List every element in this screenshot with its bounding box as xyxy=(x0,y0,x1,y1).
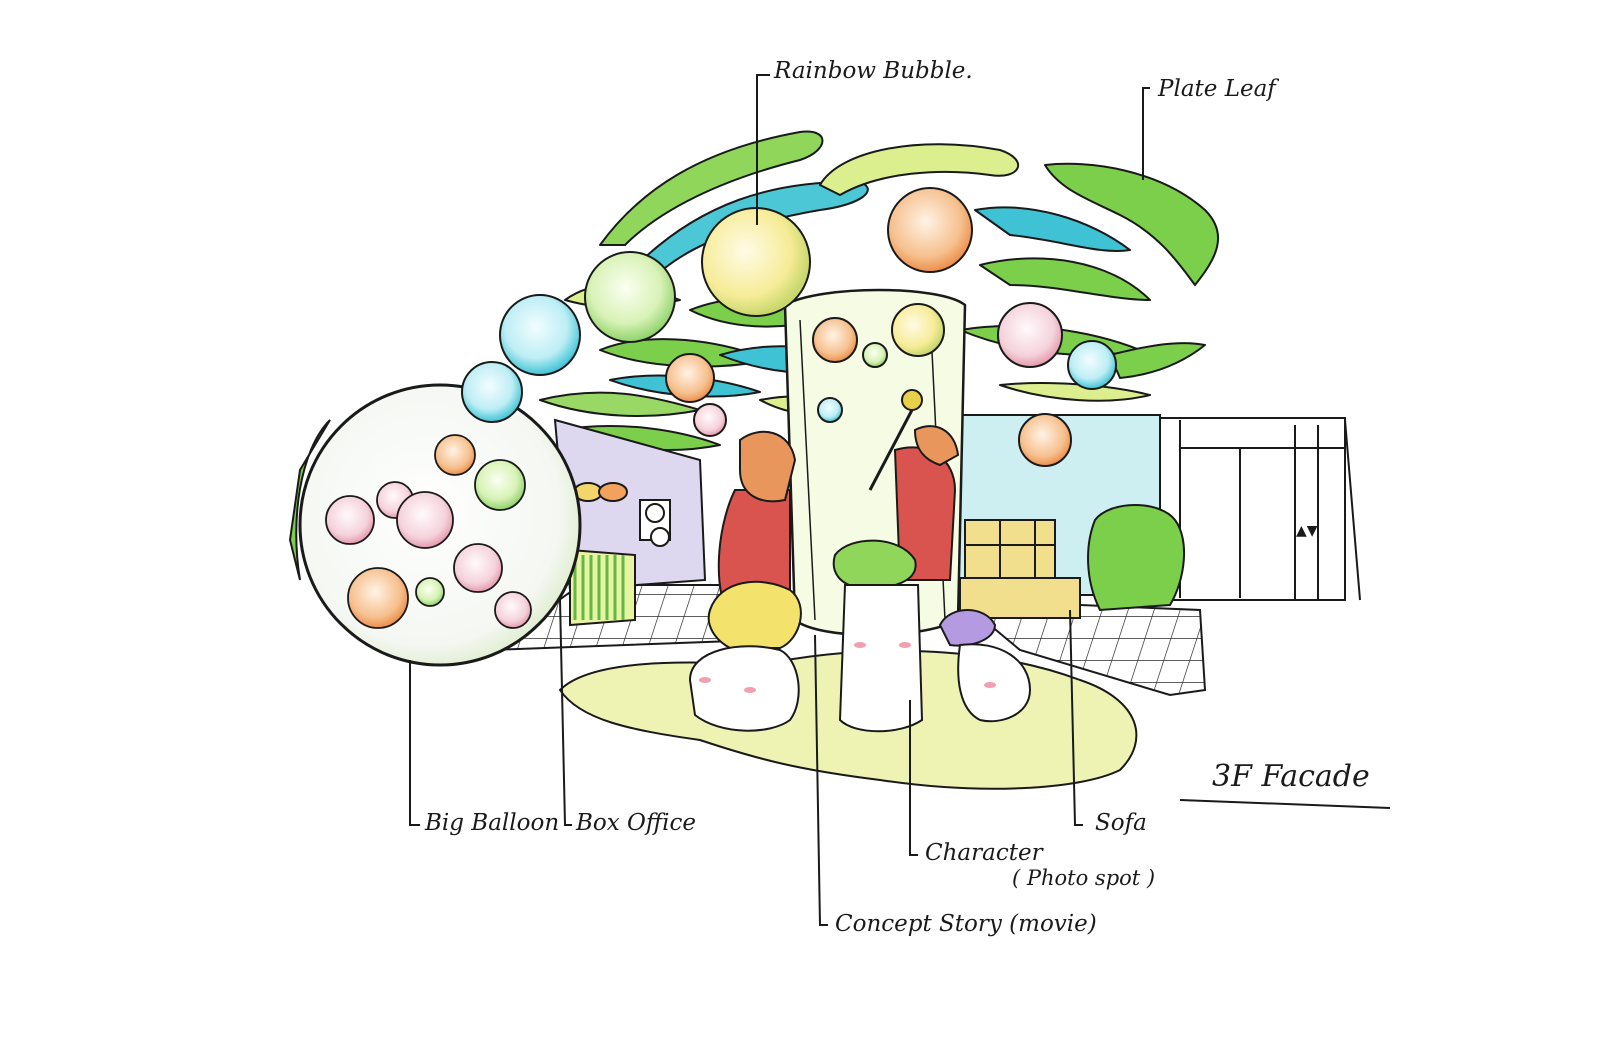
label-sofa: Sofa xyxy=(1095,810,1147,836)
label-rainbow-bubble: Rainbow Bubble. xyxy=(774,58,973,84)
leader-lines xyxy=(409,74,1391,926)
svg-text:▲▼: ▲▼ xyxy=(1296,523,1318,539)
label-concept-story: Concept Story (movie) xyxy=(835,911,1097,937)
big-balloon xyxy=(288,383,582,667)
label-photo-spot: ( Photo spot ) xyxy=(1012,866,1156,890)
box-office xyxy=(553,418,707,627)
shrub xyxy=(1087,504,1186,612)
characters-photo-spot xyxy=(688,539,1032,733)
label-box-office: Box Office xyxy=(576,810,697,836)
label-character: Character xyxy=(925,840,1043,866)
label-plate-leaf: Plate Leaf xyxy=(1158,76,1276,102)
rainbow-bubbles xyxy=(461,187,1117,491)
facade-title: 3F Facade xyxy=(1212,759,1370,794)
label-big-balloon: Big Balloon xyxy=(425,810,560,836)
